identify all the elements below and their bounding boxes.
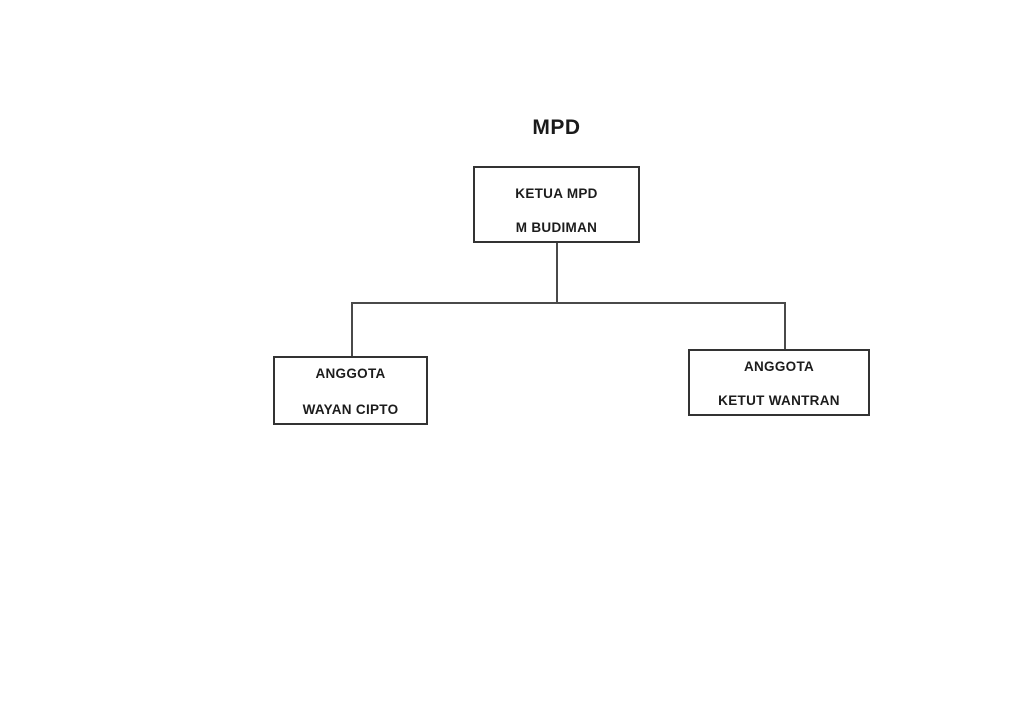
org-node-person: M BUDIMAN [515,220,598,235]
connector-right-vertical [784,302,786,350]
chart-title: MPD [532,116,581,139]
org-node-anggota-left: ANGGOTA WAYAN CIPTO [273,356,428,425]
org-node-role: KETUA MPD [515,185,598,201]
org-node-role: ANGGOTA [315,366,386,381]
connector-horizontal [351,302,785,304]
org-node-ketua-mpd: KETUA MPD M BUDIMAN [473,166,640,243]
org-node-person: WAYAN CIPTO [302,401,399,417]
connector-root-vertical [556,243,558,303]
org-node-anggota-right: ANGGOTA KETUT WANTRAN [688,349,870,416]
connector-left-vertical [351,302,353,357]
org-node-person: KETUT WANTRAN [718,392,840,408]
org-node-role: ANGGOTA [743,359,815,374]
